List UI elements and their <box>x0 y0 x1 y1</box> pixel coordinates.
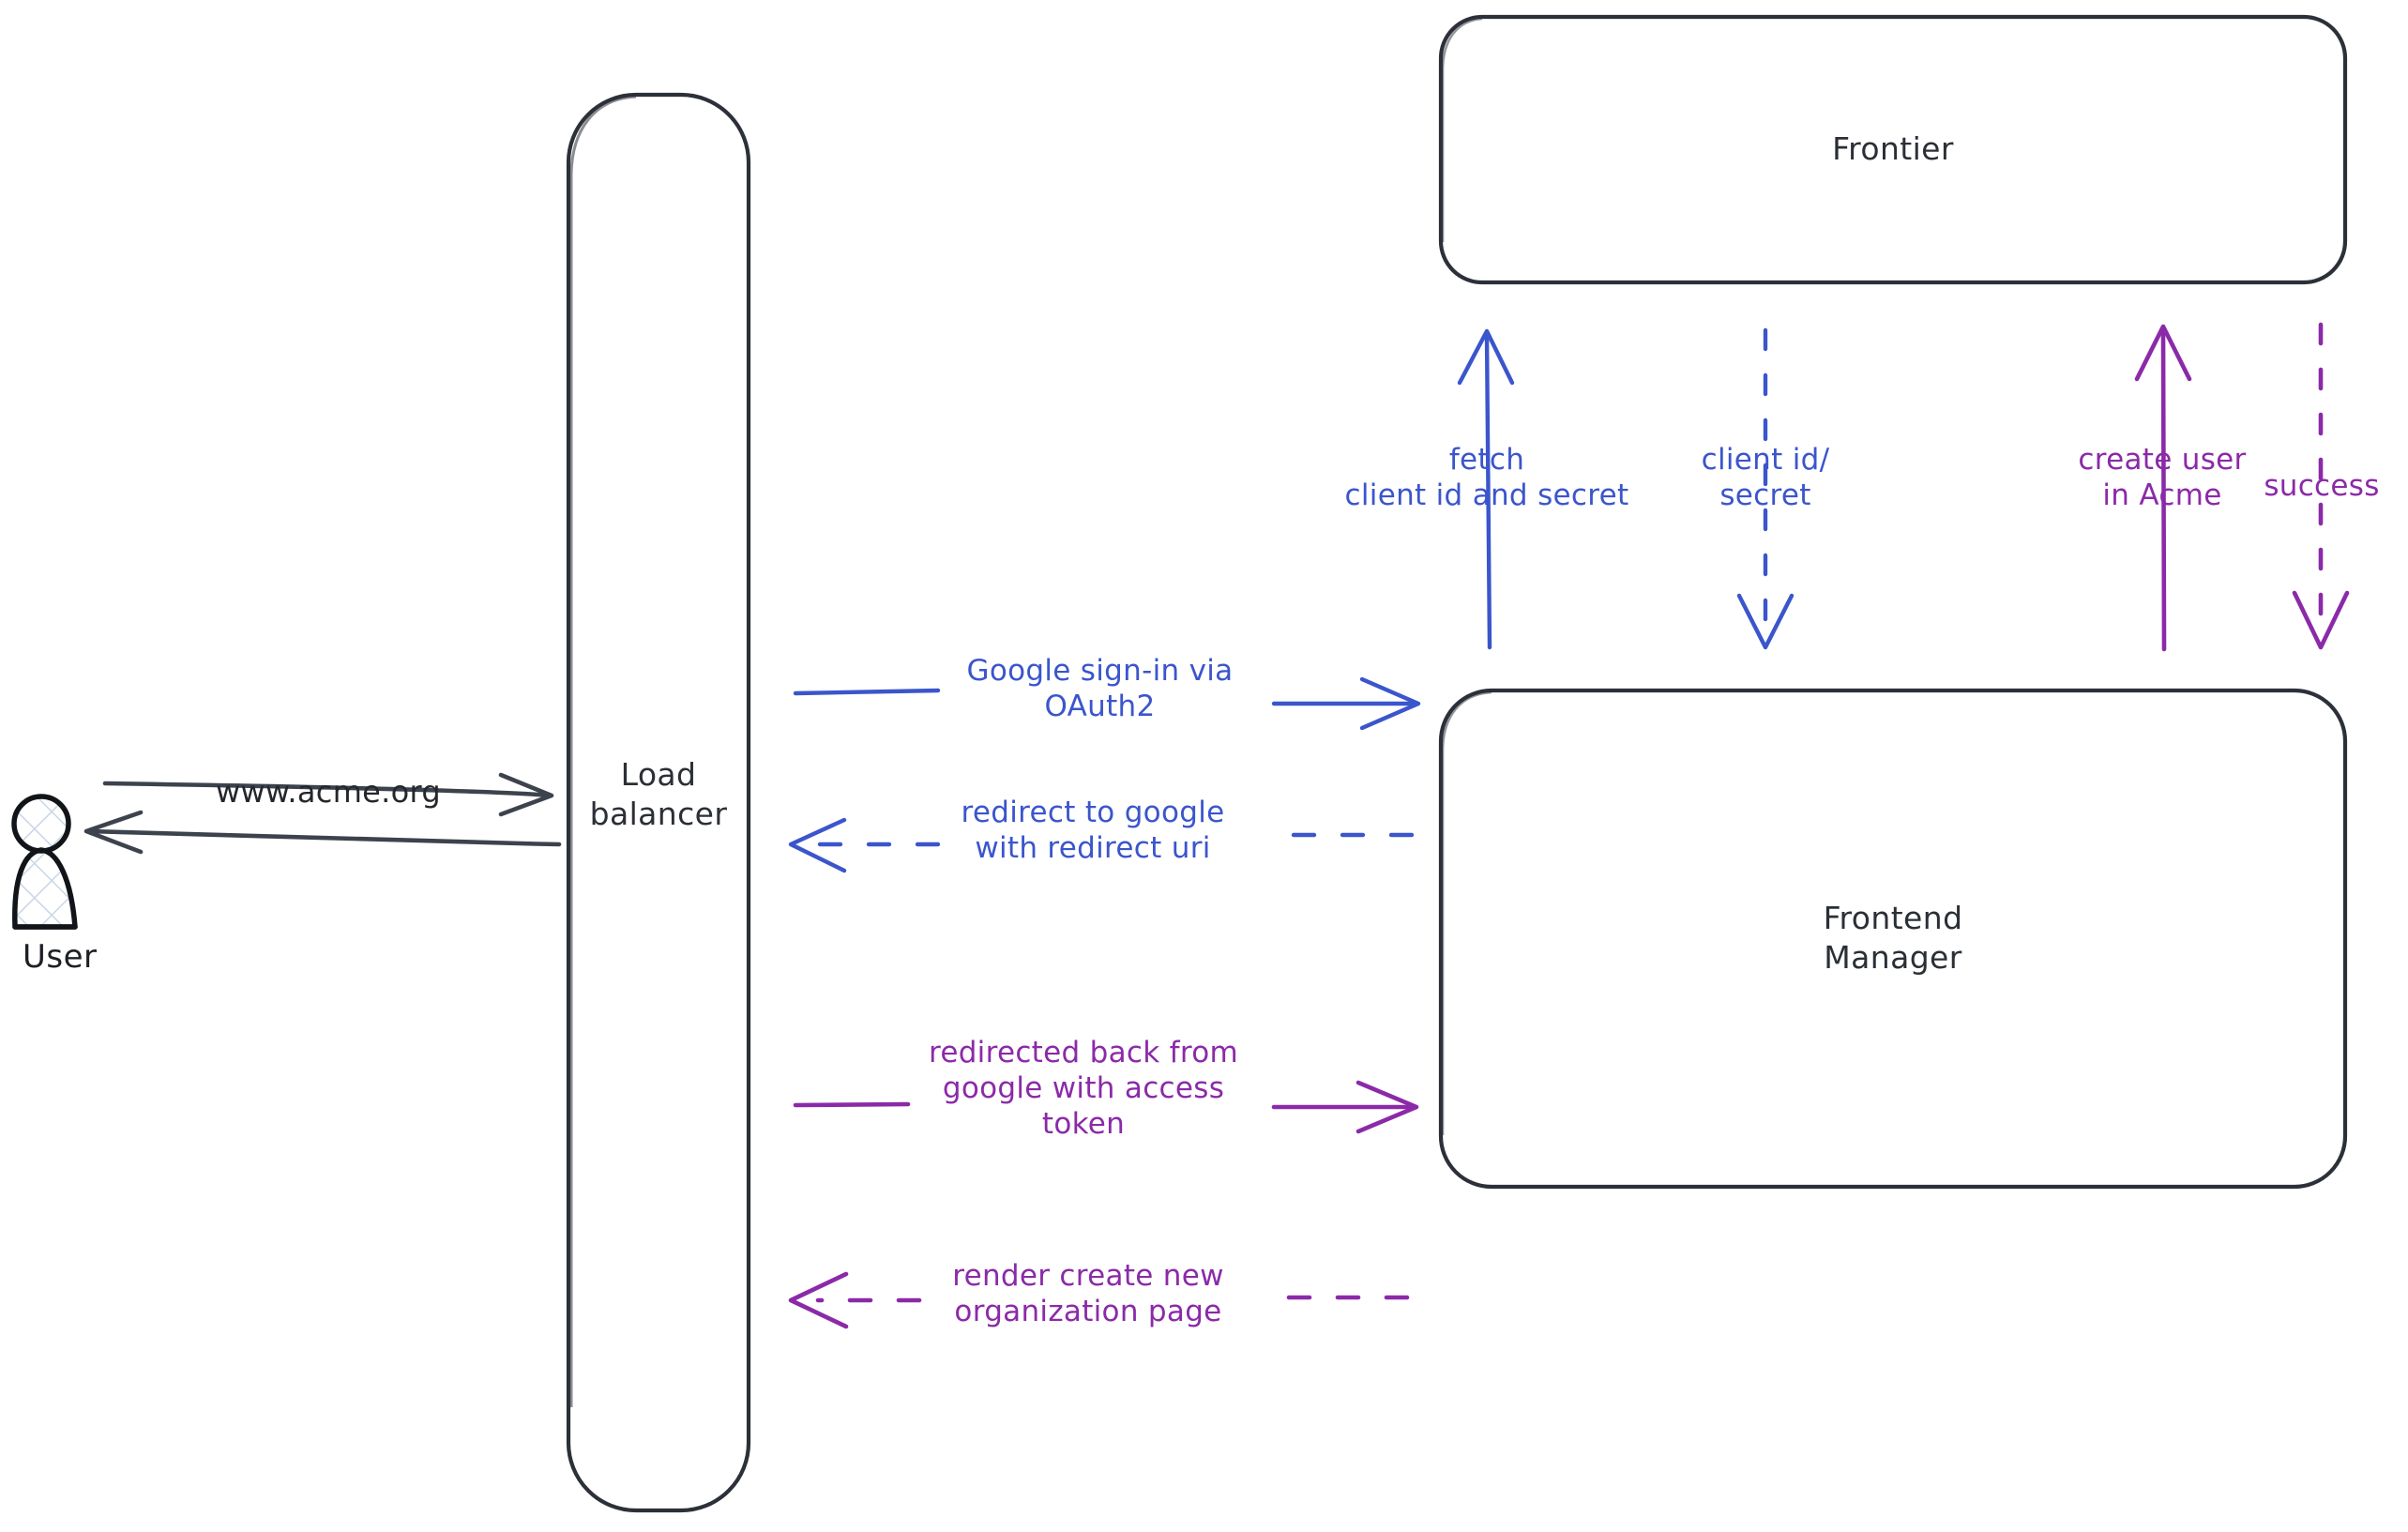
node-frontier-box[interactable] <box>1438 14 2348 285</box>
node-frontend-manager-box[interactable] <box>1438 688 2348 1190</box>
edge-label-google-signin-oauth2: Google sign-in via OAuth2 <box>966 654 1234 723</box>
edge-fm-to-lb-render <box>788 1271 1410 1329</box>
edge-label-client-id-secret: client id/ secret <box>1701 443 1830 512</box>
edge-frontier-to-fm-creds <box>1736 327 1795 650</box>
user-actor-icon <box>11 794 78 930</box>
edge-lb-to-fm-token <box>793 1080 1419 1134</box>
edge-label-user-to-lb: www.acme.org <box>215 774 442 810</box>
edge-lb-to-user <box>83 810 562 855</box>
edge-fm-to-frontier-fetch <box>1457 328 1515 650</box>
edge-label-render-create-new-org: render create new organization page <box>952 1259 1224 1328</box>
frontier-label: Frontier <box>1832 130 1954 167</box>
edge-lb-to-fm-signin <box>793 676 1421 731</box>
edge-fm-to-lb-redirect <box>788 817 1415 873</box>
edge-user-to-lb <box>102 772 554 817</box>
edge-label-redirect-to-google: redirect to google with redirect uri <box>961 796 1225 865</box>
edge-label-fetch-client-id-secret: fetch client id and secret <box>1344 443 1629 512</box>
frontend-manager-label: Frontend Manager <box>1823 900 1963 977</box>
load-balancer-label: Load balancer <box>589 756 728 833</box>
node-load-balancer-box[interactable] <box>566 92 751 1513</box>
edge-fm-to-frontier-create <box>2134 324 2192 652</box>
edge-label-create-user-in-acme: create user in Acme <box>2078 443 2247 512</box>
edge-label-success: success <box>2264 469 2380 503</box>
edge-label-redirected-back-token: redirected back from google with access … <box>928 1036 1239 1141</box>
edge-frontier-to-fm-success <box>2292 322 2350 650</box>
user-label: User <box>23 938 98 976</box>
